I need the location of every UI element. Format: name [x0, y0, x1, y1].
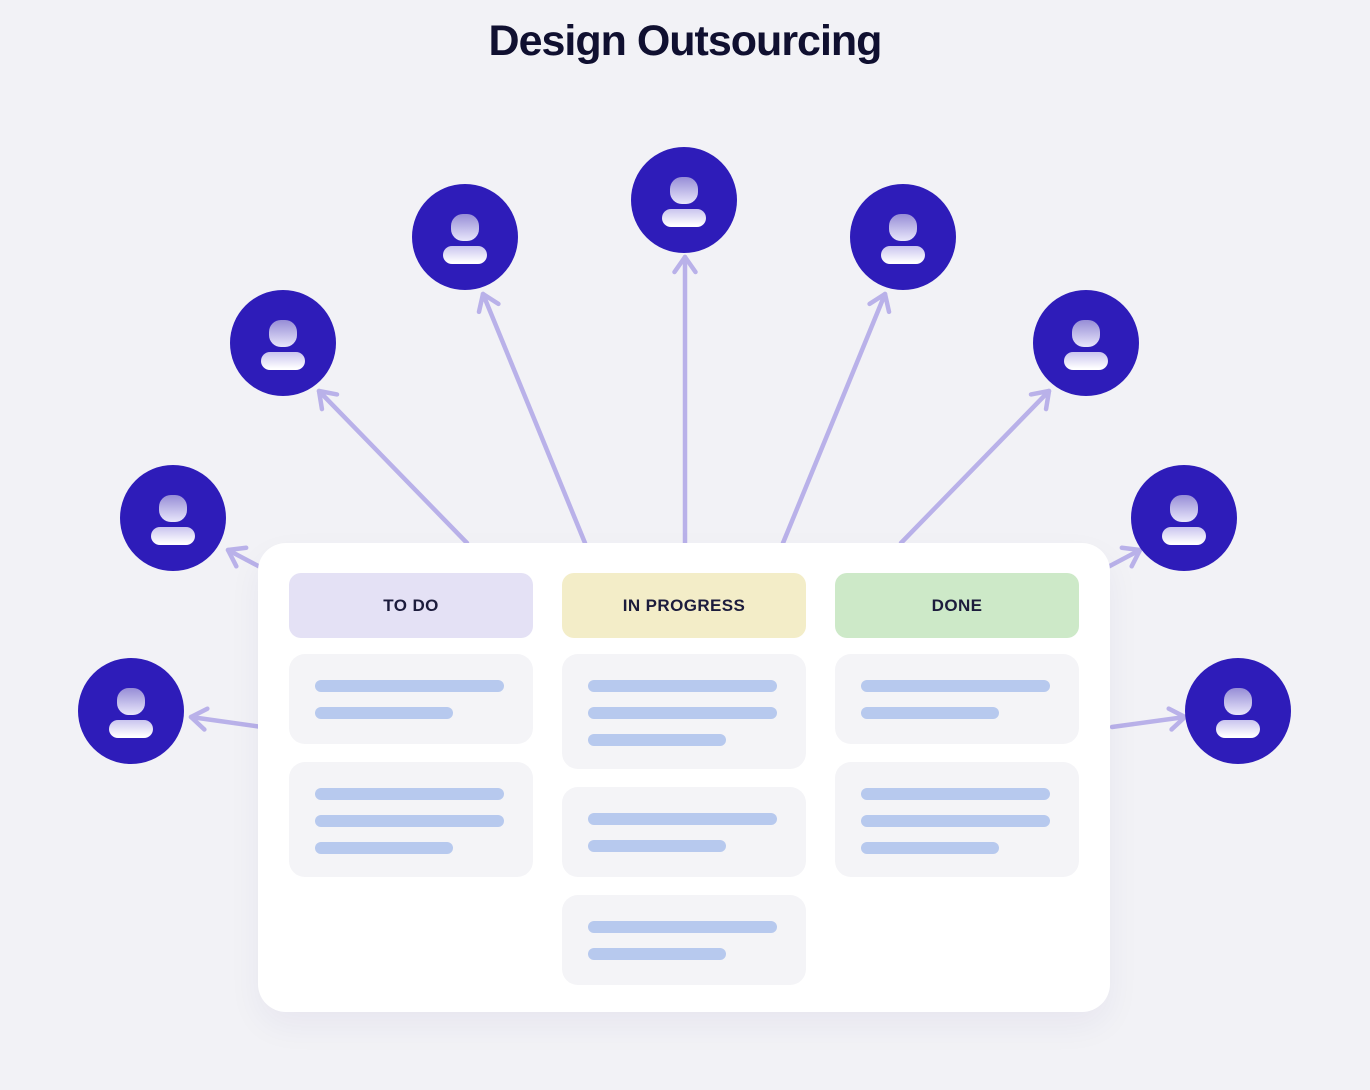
person-icon-body [1216, 720, 1260, 738]
task-card-in-progress-2 [562, 787, 806, 877]
team-member-avatar-4 [230, 290, 336, 396]
task-card-done-2 [835, 762, 1079, 877]
placeholder-text-line [588, 734, 726, 746]
placeholder-text-line [861, 788, 1050, 800]
assignment-arrow-9 [1109, 706, 1188, 732]
person-icon [159, 495, 187, 522]
team-member-avatar-3 [850, 184, 956, 290]
person-icon-body [1162, 527, 1206, 545]
team-member-avatar-7 [1131, 465, 1237, 571]
column-header-in-progress: IN PROGRESS [562, 573, 806, 638]
person-icon [670, 177, 698, 204]
placeholder-text-line [588, 813, 777, 825]
task-card-todo-1 [289, 654, 533, 744]
person-icon [269, 320, 297, 347]
column-done: DONE [835, 573, 1079, 1003]
assignment-arrow-6 [225, 545, 265, 571]
person-icon-body [1064, 352, 1108, 370]
person-icon-body [881, 246, 925, 264]
person-icon-body [261, 352, 305, 370]
team-member-avatar-2 [412, 184, 518, 290]
assignment-arrow-4 [316, 388, 470, 546]
placeholder-text-line [861, 815, 1050, 827]
team-member-avatar-6 [120, 465, 226, 571]
person-icon [889, 214, 917, 241]
placeholder-text-line [315, 815, 504, 827]
column-in-progress: IN PROGRESS [562, 573, 806, 1003]
person-icon [1072, 320, 1100, 347]
team-member-avatar-5 [1033, 290, 1139, 396]
column-header-done: DONE [835, 573, 1079, 638]
placeholder-text-line [588, 680, 777, 692]
placeholder-text-line [861, 842, 999, 854]
placeholder-text-line [861, 707, 999, 719]
column-header-todo: TO DO [289, 573, 533, 638]
placeholder-text-line [315, 842, 453, 854]
person-icon-body [662, 209, 706, 227]
task-card-in-progress-3 [562, 895, 806, 985]
team-member-avatar-8 [78, 658, 184, 764]
person-icon [1170, 495, 1198, 522]
team-member-avatar-9 [1185, 658, 1291, 764]
person-icon [1224, 688, 1252, 715]
kanban-board: TO DO IN PROGRESS DONE [258, 543, 1110, 1012]
column-todo: TO DO [289, 573, 533, 1003]
person-icon-body [151, 527, 195, 545]
diagram-title: Design Outsourcing [488, 17, 883, 65]
assignment-arrow-8 [188, 706, 265, 732]
team-member-avatar-1 [631, 147, 737, 253]
person-icon [451, 214, 479, 241]
placeholder-text-line [315, 788, 504, 800]
person-icon-body [443, 246, 487, 264]
placeholder-text-line [588, 840, 726, 852]
task-card-in-progress-1 [562, 654, 806, 769]
placeholder-text-line [588, 948, 726, 960]
board-columns: TO DO IN PROGRESS DONE [289, 573, 1079, 1003]
placeholder-text-line [315, 680, 504, 692]
person-icon-body [109, 720, 153, 738]
placeholder-text-line [588, 707, 777, 719]
placeholder-text-line [861, 680, 1050, 692]
placeholder-text-line [315, 707, 453, 719]
assignment-arrow-2 [476, 291, 588, 546]
person-icon [117, 688, 145, 715]
assignment-arrow-7 [1103, 545, 1143, 571]
placeholder-text-line [588, 921, 777, 933]
assignment-arrow-5 [898, 388, 1052, 546]
task-card-done-1 [835, 654, 1079, 744]
assignment-arrow-3 [780, 291, 892, 546]
task-card-todo-2 [289, 762, 533, 877]
